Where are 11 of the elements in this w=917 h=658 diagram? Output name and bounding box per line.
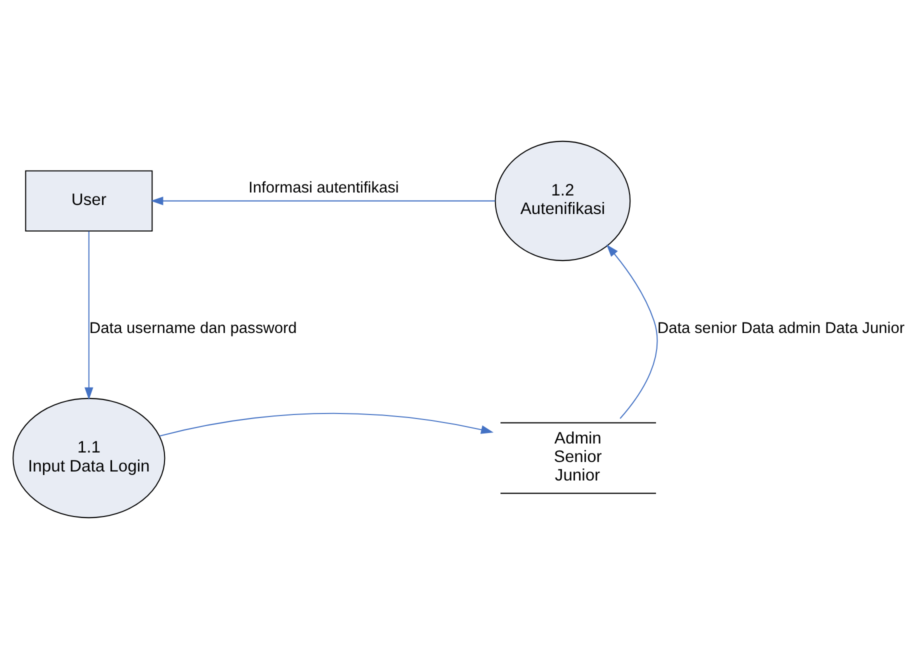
- arrow: [150, 196, 495, 205]
- arrow: [159, 412, 494, 436]
- node-text: Admin Senior Junior: [553, 428, 602, 484]
- node-ellipse: 1.2 Autenifikasi: [494, 140, 630, 261]
- arrow: [606, 244, 658, 418]
- edge-label: Data username dan password: [88, 320, 296, 337]
- node-box: User: [24, 170, 152, 232]
- edge-label: Data senior Data admin Data Junior: [656, 320, 904, 337]
- arrow: [84, 230, 93, 400]
- node-ellipse: 1.1 Input Data Login: [12, 397, 165, 518]
- edge-label: Informasi autentifikasi: [248, 179, 398, 196]
